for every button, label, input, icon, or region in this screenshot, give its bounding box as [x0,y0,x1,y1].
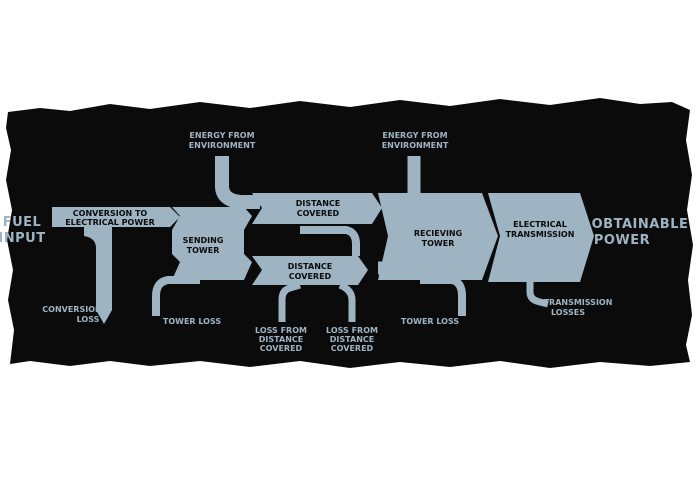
label-receiving-tower-2: TOWER [422,239,455,248]
label-distance-lower-2: COVERED [289,272,332,281]
label-conversion-2: ELECTRICAL POWER [65,218,155,227]
flow-transmission-loss [526,282,549,308]
label-env1-1: ENERGY FROM [189,131,254,140]
label-electrical-transmission-2: TRANSMISSION [506,230,575,239]
label-tower-loss-2: TOWER LOSS [401,317,460,326]
label-fuel-input-1: FUEL [3,215,42,230]
flow-tower-loss-2 [420,276,466,316]
flow-tower-loss-1 [152,276,200,316]
label-env1-2: ENVIRONMENT [189,141,256,150]
flow-env-1 [215,156,260,209]
label-sending-tower-2: TOWER [187,246,220,255]
label-loss-distance-1c: COVERED [260,344,303,353]
label-loss-distance-2a: LOSS FROM [326,326,378,335]
flow-receiving-tower [378,193,498,280]
label-distance-upper-2: COVERED [297,209,340,218]
label-loss-distance-2c: COVERED [331,344,374,353]
flow-sending-tower [172,207,252,280]
label-tower-loss-1: TOWER LOSS [163,317,222,326]
label-transmission-losses-2: LOSSES [551,308,585,317]
label-loss-distance-1b: DISTANCE [259,335,303,344]
flow-loss-distance-1 [278,281,302,322]
label-distance-lower-1: DISTANCE [288,262,332,271]
label-obtainable-power-2: POWER [594,233,650,248]
label-receiving-tower-1: RECIEVING [414,229,462,238]
flow-loss-distance-2 [338,281,356,322]
flow-conversion-loss [84,227,112,324]
label-electrical-transmission-1: ELECTRICAL [513,220,567,229]
label-env2-2: ENVIRONMENT [382,141,449,150]
label-conversion-loss-1: CONVERSION [42,305,101,314]
flow-distance-lower [252,256,368,285]
label-sending-tower-1: SENDING [183,236,224,245]
flow-split-connector [300,226,360,256]
label-obtainable-power-1: OBTAINABLE [592,217,689,232]
label-fuel-input-2: INPUT [0,231,46,246]
label-loss-distance-1a: LOSS FROM [255,326,307,335]
flow-conversion [52,207,180,227]
flow-electrical-transmission [488,193,594,282]
label-env2-1: ENERGY FROM [382,131,447,140]
label-loss-distance-2b: DISTANCE [330,335,374,344]
label-distance-upper-1: DISTANCE [296,199,340,208]
label-conversion-loss-2: LOSS [77,315,100,324]
label-transmission-losses-1: TRANSMISSION [544,298,613,307]
flow-distance-upper [252,193,382,224]
label-conversion-1: CONVERSION TO [73,209,148,218]
